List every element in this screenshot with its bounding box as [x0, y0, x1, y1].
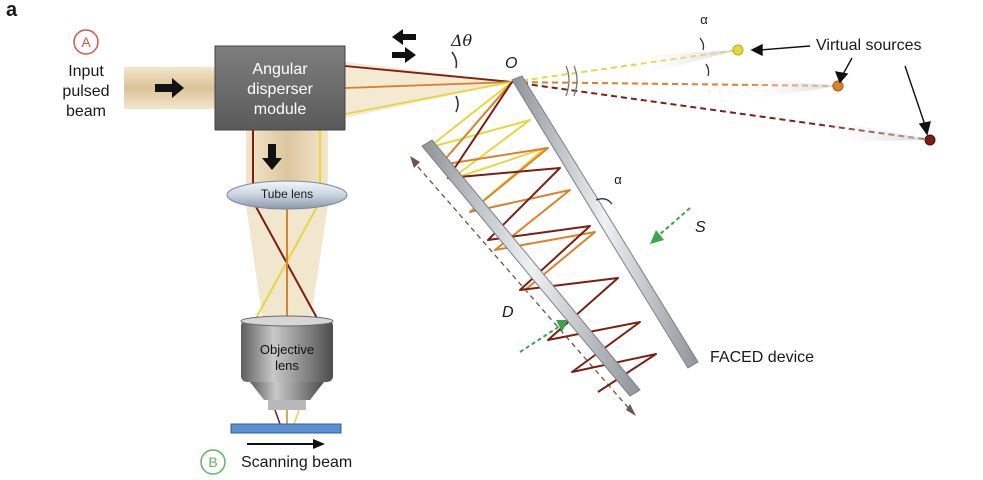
objective-lens-label-2: lens	[275, 358, 299, 373]
objective-lens-label-1: Objective	[260, 342, 314, 357]
virtual-source-pointers	[750, 43, 931, 136]
guide-arrowhead-top	[410, 156, 420, 168]
bidirectional-arrow-icon	[392, 29, 416, 63]
spacing-s-arrow	[657, 207, 691, 237]
vertical-beam	[246, 130, 328, 190]
tube-lens-label: Tube lens	[261, 187, 313, 201]
distance-d-arrow	[519, 325, 561, 353]
marker-a: A	[81, 34, 91, 50]
tube-lens	[226, 180, 348, 210]
distance-d-label: D	[502, 304, 514, 321]
input-beam-label-3: beam	[66, 103, 106, 120]
right-arrow-icon	[247, 439, 325, 449]
down-arrow-icon	[262, 144, 282, 170]
input-beam-label-2: pulsed	[62, 83, 109, 100]
alpha-arc-mid	[595, 198, 613, 205]
axis-break	[565, 65, 578, 97]
faced-reflection-rays	[427, 81, 657, 393]
virtual-source-yellow	[732, 44, 744, 56]
distance-d-arrowhead	[556, 320, 568, 332]
virtual-source-orange	[832, 80, 844, 92]
faced-mirror-lower	[421, 139, 641, 397]
sample-slide	[230, 423, 342, 434]
disperser-output-rays	[344, 62, 513, 118]
origin-label: O	[505, 55, 517, 72]
delta-theta-arcs	[451, 51, 459, 113]
faced-mirror-upper	[511, 75, 699, 369]
delta-theta-label: Δθ	[450, 31, 473, 50]
marker-b-circle	[200, 449, 226, 475]
virtual-source-darkred	[924, 134, 936, 146]
objective-lens	[240, 315, 334, 410]
guide-arrowhead-bottom	[626, 404, 636, 416]
right-arrow-icon	[155, 78, 184, 98]
spacing-s-label: S	[695, 219, 706, 236]
angular-disperser-label-2: disperser	[247, 81, 313, 98]
virtual-source-cones	[628, 50, 930, 142]
angular-disperser-label-1: Angular	[252, 61, 308, 78]
input-beam-label-1: Input	[68, 63, 104, 80]
spacing-s-arrowhead	[650, 230, 664, 244]
virtual-sources-label: Virtual sources	[816, 37, 922, 54]
angular-disperser-box	[214, 45, 346, 131]
faced-device-label: FACED device	[710, 349, 814, 366]
alpha-mid-label: α	[614, 172, 622, 187]
alpha-arcs-top	[699, 37, 710, 77]
alpha-top-label: α	[700, 12, 708, 27]
panel-label: a	[6, 0, 18, 21]
faced-dashed-guides	[411, 87, 691, 413]
focus-rays	[274, 409, 300, 425]
marker-a-circle	[73, 29, 99, 55]
scanning-beam-label: Scanning beam	[241, 454, 352, 471]
marker-b: B	[208, 454, 217, 470]
angular-disperser-label-3: module	[254, 101, 307, 118]
